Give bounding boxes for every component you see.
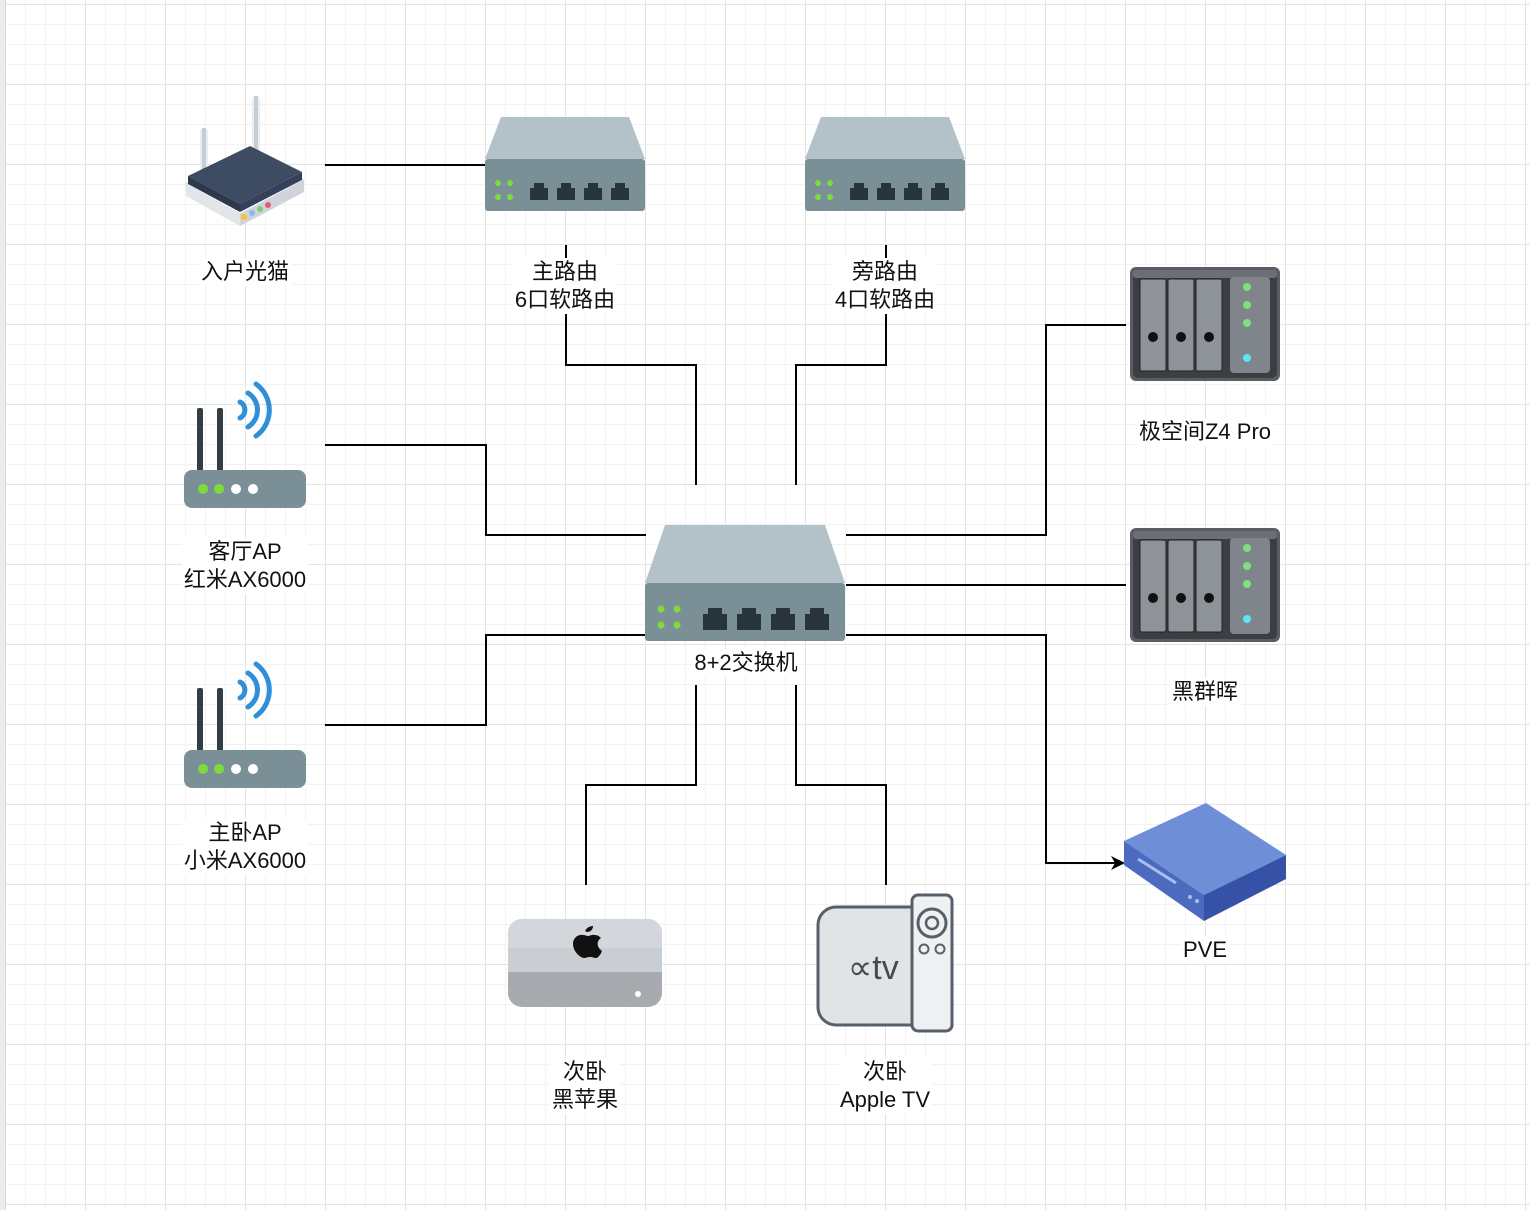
node-modem[interactable] [180, 92, 310, 237]
label-apple-tv-line-2: Apple TV [839, 1087, 931, 1112]
label-mac-mini: 次卧 黑苹果 [549, 1058, 621, 1114]
mac-mini-icon [508, 919, 662, 1007]
label-mac-mini-line-2: 黑苹果 [551, 1087, 619, 1112]
wifi-router-icon [184, 661, 306, 788]
edge-core-switch-pve[interactable] [846, 634, 1125, 870]
label-modem-line-1: 入户光猫 [200, 259, 290, 284]
node-mac-mini[interactable] [507, 918, 663, 1010]
nas-icon [1130, 267, 1280, 381]
nas-icon [1130, 528, 1280, 642]
router-icon [184, 96, 306, 226]
label-nas-z4-line-1: 极空间Z4 Pro [1138, 419, 1272, 444]
label-bedroom-ap-line-1: 主卧AP [208, 820, 282, 845]
label-side-router: 旁路由 4口软路由 [832, 258, 938, 314]
node-core-switch[interactable] [645, 525, 845, 641]
label-mac-mini-line-1: 次卧 [562, 1059, 608, 1084]
node-pve[interactable] [1124, 803, 1286, 923]
label-core-switch: 8+2交换机 [692, 649, 800, 677]
label-bedroom-ap: 主卧AP 小米AX6000 [181, 819, 309, 875]
label-nas-synology: 黑群晖 [1169, 678, 1241, 706]
wifi-router-icon [184, 381, 306, 508]
node-nas-z4[interactable] [1130, 267, 1280, 383]
node-apple-tv[interactable]: ∝tv [816, 893, 956, 1033]
switch-icon [645, 525, 845, 641]
label-side-router-line-1: 旁路由 [851, 259, 918, 284]
node-side-router[interactable] [805, 117, 965, 211]
label-main-router-line-2: 6口软路由 [514, 287, 616, 312]
edge-core-switch-mac-mini[interactable] [585, 685, 697, 885]
label-side-router-line-2: 4口软路由 [834, 287, 936, 312]
label-living-ap-line-1: 客厅AP [208, 539, 282, 564]
canvas-left-rail [0, 0, 6, 1210]
label-living-ap: 客厅AP 红米AX6000 [181, 538, 309, 594]
node-main-router[interactable] [485, 117, 645, 211]
svg-text:∝tv: ∝tv [848, 949, 899, 987]
edge-core-switch-apple-tv[interactable] [795, 685, 887, 885]
label-main-router: 主路由 6口软路由 [512, 258, 618, 314]
label-apple-tv: 次卧 Apple TV [837, 1058, 933, 1114]
edge-core-switch-nas-z4[interactable] [846, 324, 1126, 536]
server-box-icon [1124, 803, 1286, 921]
label-core-switch-line-1: 8+2交换机 [694, 650, 798, 675]
label-apple-tv-line-1: 次卧 [862, 1059, 908, 1084]
edge-living-ap-core-switch[interactable] [325, 444, 646, 536]
node-bedroom-ap[interactable] [184, 660, 306, 790]
label-nas-synology-line-1: 黑群晖 [1171, 679, 1239, 704]
label-pve: PVE [1180, 936, 1230, 964]
edge-bedroom-ap-core-switch[interactable] [325, 634, 646, 726]
switch-icon [485, 117, 645, 211]
label-living-ap-line-2: 红米AX6000 [183, 567, 307, 592]
node-nas-synology[interactable] [1130, 528, 1280, 644]
label-nas-z4: 极空间Z4 Pro [1136, 418, 1274, 446]
label-pve-line-1: PVE [1182, 937, 1228, 962]
label-bedroom-ap-line-2: 小米AX6000 [183, 848, 307, 873]
switch-icon [805, 117, 965, 211]
apple-tv-icon: ∝tv [816, 893, 954, 1033]
node-living-ap[interactable] [184, 380, 306, 510]
label-modem: 入户光猫 [198, 258, 292, 286]
label-main-router-line-1: 主路由 [531, 259, 598, 284]
